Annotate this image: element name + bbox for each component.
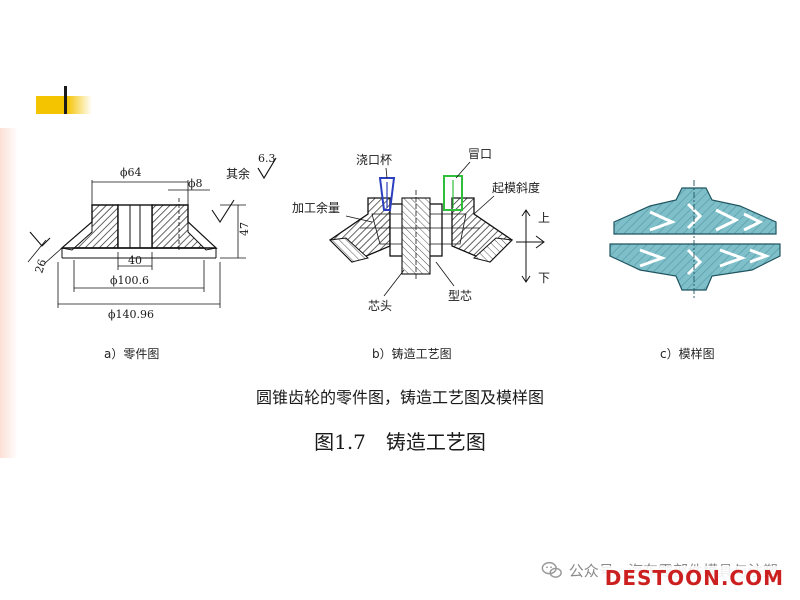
pattern-lower-half <box>609 243 781 291</box>
roughness-value: 6.3 <box>258 152 276 165</box>
dim-height: 47 <box>238 222 251 236</box>
dim-top-bore: ϕ64 <box>120 166 142 179</box>
caption-casting-drawing: b）铸造工艺图 <box>372 346 452 361</box>
dim-mid-dia: ϕ100.6 <box>110 274 149 287</box>
figure-subtitle: 圆锥齿轮的零件图，铸造工艺图及模样图 <box>255 388 544 407</box>
label-lower: 下 <box>538 271 550 285</box>
roughness-mark-left-icon <box>29 231 51 247</box>
label-sprue: 浇口杯 <box>356 153 392 167</box>
label-draft: 起模斜度 <box>492 180 540 195</box>
label-allowance: 加工余量 <box>292 200 340 215</box>
mold-section <box>328 190 514 280</box>
pattern-upper-half <box>613 187 777 235</box>
dim-slant: 26 <box>32 258 49 275</box>
casting-process-drawing: 浇口杯 冒口 起模斜度 加工余量 芯头 型芯 上 下 b）铸造工艺图 <box>292 147 550 361</box>
dim-inner-bore: 40 <box>128 254 142 267</box>
label-riser: 冒口 <box>468 147 492 161</box>
part-drawing: ϕ64 ϕ8 40 ϕ100.6 ϕ140.96 47 26 其 <box>27 152 277 361</box>
roughness-note: 其余 6.3 <box>29 152 277 247</box>
pattern-drawing: c）模样图 <box>609 180 781 361</box>
part-dimensions: ϕ64 ϕ8 40 ϕ100.6 ϕ140.96 47 26 <box>27 166 251 321</box>
roughness-mark-icon <box>211 199 235 224</box>
surface-note-text: 其余 <box>226 166 250 181</box>
site-logo: DESTOON.COM <box>598 566 790 590</box>
wechat-icon <box>541 561 562 578</box>
riser <box>443 175 463 211</box>
dim-key-dia: ϕ8 <box>188 177 203 190</box>
label-core: 型芯 <box>448 289 472 303</box>
caption-pattern-drawing: c）模样图 <box>660 346 715 361</box>
slide-accent-tick <box>64 86 67 114</box>
part-gear-section <box>60 198 218 259</box>
roughness-check-icon <box>257 157 277 180</box>
sprue-cup <box>378 177 396 211</box>
parting-arrows: 上 下 <box>516 209 550 285</box>
caption-part-drawing: a）零件图 <box>104 347 159 361</box>
dim-outer-dia: ϕ140.96 <box>108 308 154 321</box>
figure-title: 图1.7 铸造工艺图 <box>314 430 486 454</box>
left-edge-glow <box>0 128 18 458</box>
label-upper: 上 <box>538 211 550 225</box>
label-core-print: 芯头 <box>368 299 392 313</box>
